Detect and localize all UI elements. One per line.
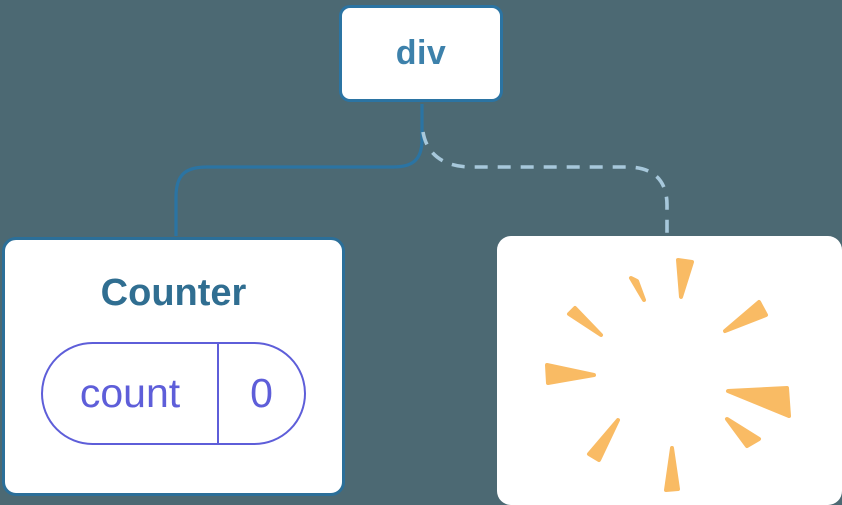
tree-node-div: div [339,5,503,102]
edge-dashed-div-to-removed [421,131,669,234]
removed-component-card [497,236,842,505]
state-value-label: 0 [250,370,273,416]
state-key-label: count [79,370,181,416]
counter-title: Counter [100,272,247,314]
pill-divider [217,344,219,443]
state-pill: count 0 [41,342,306,445]
counter-component-card: Counter count 0 [2,237,345,496]
div-node-label: div [395,34,447,72]
edge-solid-div-to-counter [174,104,424,236]
poof-burst-icon [545,258,791,492]
